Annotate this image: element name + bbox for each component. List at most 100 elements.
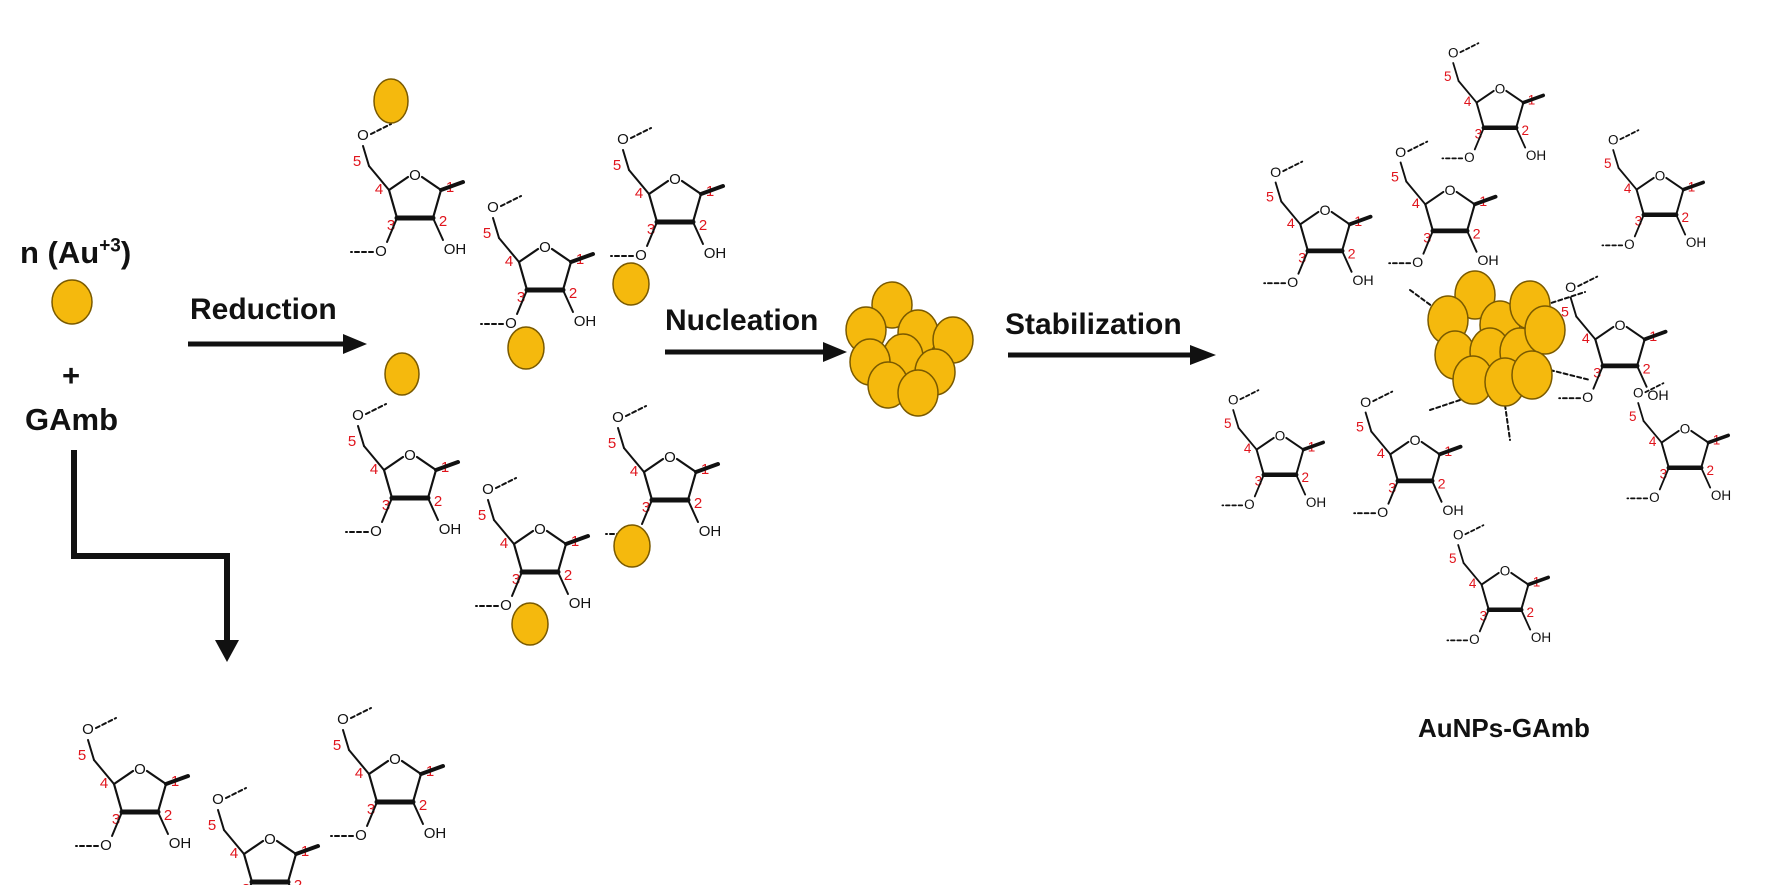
bond	[630, 127, 652, 139]
hydroxyl-label: OH	[1526, 148, 1546, 163]
bond	[1526, 575, 1551, 587]
carbon-number: 5	[478, 507, 486, 524]
gold-atom	[507, 326, 545, 370]
bond	[1347, 214, 1373, 227]
bond	[1577, 275, 1599, 288]
bond	[1505, 89, 1525, 104]
bond	[642, 457, 665, 474]
stabilization-arrow	[1008, 345, 1216, 365]
bond	[431, 188, 443, 220]
hydroxyl-label: OH	[699, 523, 722, 540]
carbon-number: 4	[1649, 434, 1657, 449]
sugar-ring: O1234OHO5O	[1441, 42, 1546, 165]
bond	[1422, 229, 1434, 255]
bond	[387, 175, 410, 192]
bond	[487, 499, 495, 521]
bond	[1569, 296, 1578, 318]
carbon-number: 3	[512, 571, 520, 588]
carbon-number: 5	[208, 817, 216, 834]
chain-oxygen: O	[505, 315, 517, 332]
bond	[1594, 338, 1604, 367]
carbon-number: 3	[1388, 480, 1396, 496]
gold-ion	[51, 279, 93, 325]
sugar-ring: O1234OHO5O	[605, 405, 722, 542]
bond	[1341, 249, 1353, 273]
hydroxyl-label: OH	[444, 241, 467, 258]
bond	[1642, 329, 1668, 342]
carbon-number: 3	[1480, 609, 1488, 624]
carbon-number: 5	[333, 737, 341, 754]
carbon-number: 2	[1681, 210, 1689, 225]
chain-oxygen: O	[1608, 133, 1619, 148]
chain-oxygen: O	[375, 243, 387, 260]
coordination-bond	[1429, 399, 1461, 411]
ring-oxygen: O	[1275, 429, 1286, 444]
bond	[1372, 390, 1394, 403]
bond	[1575, 315, 1597, 341]
bond	[382, 455, 405, 472]
bond	[1405, 180, 1427, 206]
gamb-connector-arrow	[71, 450, 239, 662]
bond	[1690, 429, 1710, 444]
bond	[699, 184, 725, 196]
sugar-ring: O1234OHO5O	[1446, 524, 1551, 647]
carbon-number: 2	[699, 217, 707, 234]
chain-oxygen: O	[1565, 280, 1576, 296]
bond	[1389, 453, 1399, 482]
carbon-number: 5	[1356, 420, 1364, 436]
carbon-number: 4	[1464, 94, 1472, 109]
bond	[1452, 62, 1460, 82]
carbon-number: 2	[564, 567, 572, 584]
bond	[286, 852, 298, 884]
bond	[1700, 466, 1712, 489]
chain-oxygen: O	[212, 791, 224, 808]
carbon-number: 5	[1444, 69, 1452, 84]
carbon-number: 2	[1348, 247, 1356, 263]
bond	[432, 217, 444, 241]
carbon-number: 5	[353, 153, 361, 170]
chain-oxygen: O	[617, 131, 629, 148]
bond	[1466, 203, 1476, 232]
chain-oxygen: O	[500, 597, 512, 614]
hydroxyl-label: OH	[1711, 488, 1731, 503]
carbon-number: 5	[1604, 156, 1612, 171]
bond	[1274, 181, 1283, 203]
bond	[87, 739, 95, 761]
sugar-ring: O1234OHO5O	[1626, 382, 1731, 505]
bond	[1297, 249, 1309, 275]
bond	[1637, 402, 1645, 422]
hydroxyl-label: OH	[169, 835, 192, 852]
carbon-number: 4	[1624, 181, 1632, 196]
bond	[1285, 436, 1305, 451]
hydroxyl-label: OH	[1531, 630, 1551, 645]
bond	[1700, 441, 1710, 469]
bond	[623, 447, 645, 473]
bond	[1253, 473, 1265, 498]
bond	[426, 468, 438, 500]
carbon-number: 3	[1298, 250, 1306, 266]
ring-oxygen: O	[409, 167, 421, 184]
bond	[1437, 444, 1463, 457]
bond	[1515, 101, 1525, 129]
carbon-number: 5	[483, 225, 491, 242]
hydroxyl-label: OH	[1306, 495, 1326, 510]
carbon-number: 5	[1561, 305, 1569, 321]
bond	[675, 457, 698, 474]
chain-oxygen: O	[1412, 255, 1423, 271]
bond	[275, 839, 298, 856]
bond	[1660, 429, 1680, 444]
carbon-number: 3	[112, 811, 120, 828]
bond	[419, 764, 445, 776]
bond	[294, 844, 320, 856]
chain-oxygen: O	[100, 837, 112, 854]
bond	[1457, 80, 1478, 104]
bond	[145, 769, 168, 786]
bond	[1466, 229, 1478, 253]
ring-oxygen: O	[1319, 203, 1330, 219]
bond	[1239, 389, 1260, 401]
reduction-label: Reduction	[190, 293, 337, 326]
bond	[1515, 126, 1527, 149]
carbon-number: 5	[1224, 416, 1232, 431]
gold-particles	[51, 78, 1566, 646]
sugar-ring: O1234OHO5O	[480, 195, 596, 332]
